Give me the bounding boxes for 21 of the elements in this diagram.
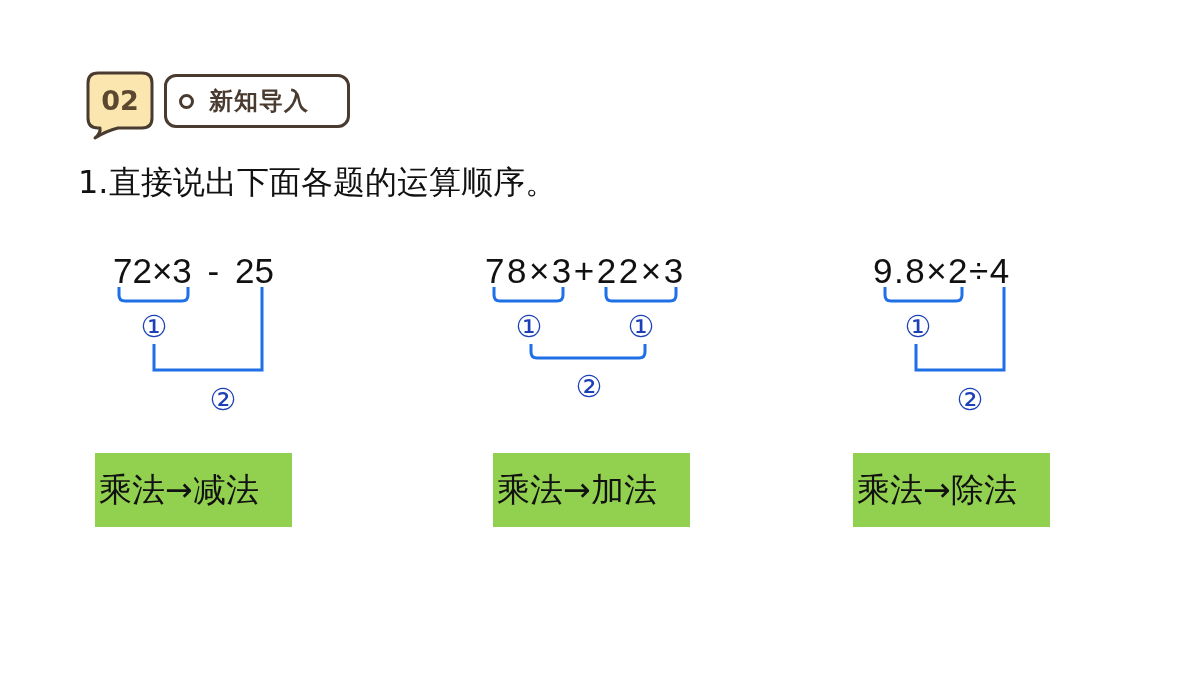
answer-card — [95, 453, 292, 527]
instruction-text: 1.直接说出下面各题的运算顺序。 — [78, 165, 557, 201]
answer-text: 乘法→除法 — [857, 471, 1017, 509]
answer-card — [493, 453, 690, 527]
step-number: ② — [956, 385, 984, 415]
step-number: ② — [209, 385, 237, 415]
step-number: ② — [575, 372, 603, 402]
section-tag — [164, 74, 350, 128]
answer-text: 乘法→加法 — [497, 471, 657, 509]
math-expression: 9.8×2÷4 — [873, 253, 1011, 288]
answer-card — [853, 453, 1050, 527]
answer-text: 乘法→减法 — [99, 471, 259, 509]
math-expression: 72×3 - 25 — [113, 253, 274, 288]
section-title: 新知导入 — [209, 87, 309, 115]
section-number: 02 — [101, 87, 139, 114]
step-number: ① — [627, 312, 655, 342]
step-number: ① — [904, 312, 932, 342]
speech-bubble — [86, 71, 154, 141]
step-number: ① — [140, 312, 168, 342]
math-expression: 78×3+22×3 — [485, 253, 686, 288]
step-number: ① — [515, 312, 543, 342]
